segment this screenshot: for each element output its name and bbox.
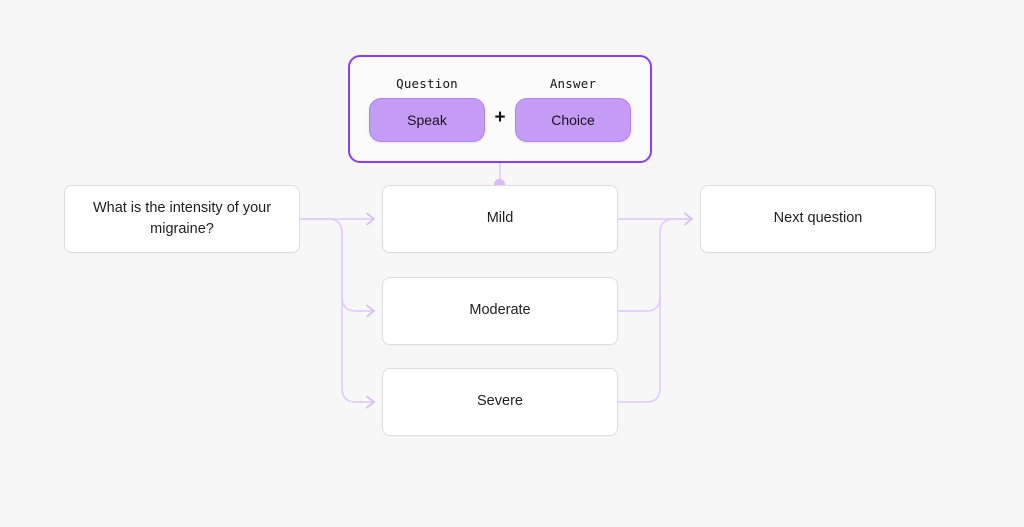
block-column-answer: Answer Choice [515, 76, 631, 142]
node-mild-label: Mild [486, 210, 514, 227]
edge-question-to-moderate [299, 218, 375, 312]
speak-pill[interactable]: Speak [369, 98, 485, 142]
edge-question-to-severe [341, 232, 375, 403]
arrowhead-to-mild [366, 212, 375, 226]
connector-dot-handle[interactable] [494, 179, 505, 190]
arrowhead-to-moderate [366, 304, 375, 318]
node-severe[interactable]: Severe [382, 368, 618, 436]
node-moderate[interactable]: Moderate [382, 277, 618, 345]
node-question-label: What is the intensity of your migraine? [92, 199, 272, 237]
node-severe-label: Severe [477, 393, 523, 410]
arrowhead-to-next [684, 212, 693, 226]
block-question-label: Question [396, 76, 458, 91]
block-columns: Question Speak + Answer Choice [350, 57, 650, 161]
node-question[interactable]: What is the intensity of your migraine? [64, 185, 300, 253]
speak-pill-label: Speak [407, 112, 447, 128]
question-answer-block[interactable]: Question Speak + Answer Choice [348, 55, 652, 163]
node-next-question-label: Next question [773, 210, 863, 227]
edge-moderate-to-next [617, 218, 693, 312]
choice-pill[interactable]: Choice [515, 98, 631, 142]
arrowhead-to-severe [366, 395, 375, 409]
plus-separator-icon: + [494, 107, 506, 128]
node-moderate-label: Moderate [469, 302, 531, 319]
block-column-question: Question Speak [369, 76, 485, 142]
block-answer-label: Answer [549, 76, 597, 91]
node-next-question[interactable]: Next question [700, 185, 936, 253]
edge-severe-to-next [617, 296, 661, 403]
node-mild[interactable]: Mild [382, 185, 618, 253]
choice-pill-label: Choice [551, 112, 595, 128]
